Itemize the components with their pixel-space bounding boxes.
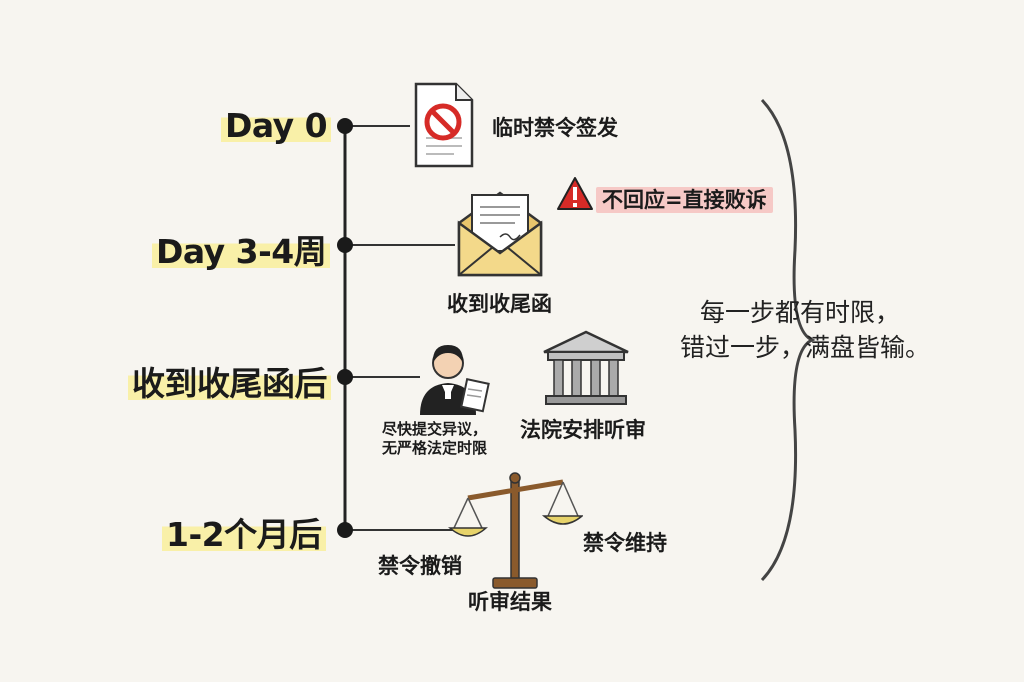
note-line-2: 错过一步，满盘皆输。 xyxy=(680,333,931,362)
envelope-letter-icon xyxy=(457,191,543,277)
courthouse-icon xyxy=(543,330,629,405)
timeline-dot-2 xyxy=(337,237,353,253)
event-hearing: 法院安排听审 xyxy=(520,418,646,442)
objection-line-2: 无严格法定时限 xyxy=(382,439,488,457)
step-label-2: 收到收尾函后 xyxy=(128,357,331,405)
event-result: 听审结果 xyxy=(468,590,552,614)
event-upheld: 禁令维持 xyxy=(583,531,667,555)
step-label-1: Day 3-4周 xyxy=(152,225,331,273)
timeline-dot-3 xyxy=(337,369,353,385)
deadline-note: 每一步都有时限， 错过一步，满盘皆输。 xyxy=(680,295,931,365)
warning-icon xyxy=(557,177,593,210)
prohibited-document-icon xyxy=(414,82,474,168)
note-line-1: 每一步都有时限， xyxy=(699,298,900,327)
event-letter: 收到收尾函 xyxy=(447,292,552,316)
step-label-0: Day 0 xyxy=(221,106,332,145)
event-objection: 尽快提交异议， 无严格法定时限 xyxy=(382,420,487,458)
warning-text: 不回应=直接败诉 xyxy=(596,184,773,214)
event-revoked: 禁令撤销 xyxy=(378,554,462,578)
scales-icon xyxy=(448,472,583,589)
objection-line-1: 尽快提交异议， xyxy=(382,420,488,438)
timeline-dot-4 xyxy=(337,522,353,538)
brace-icon xyxy=(760,98,816,582)
lawyer-icon xyxy=(420,345,490,415)
step-label-3: 1-2个月后 xyxy=(162,508,326,556)
timeline-dot-1 xyxy=(337,118,353,134)
event-issued: 临时禁令签发 xyxy=(492,116,618,140)
